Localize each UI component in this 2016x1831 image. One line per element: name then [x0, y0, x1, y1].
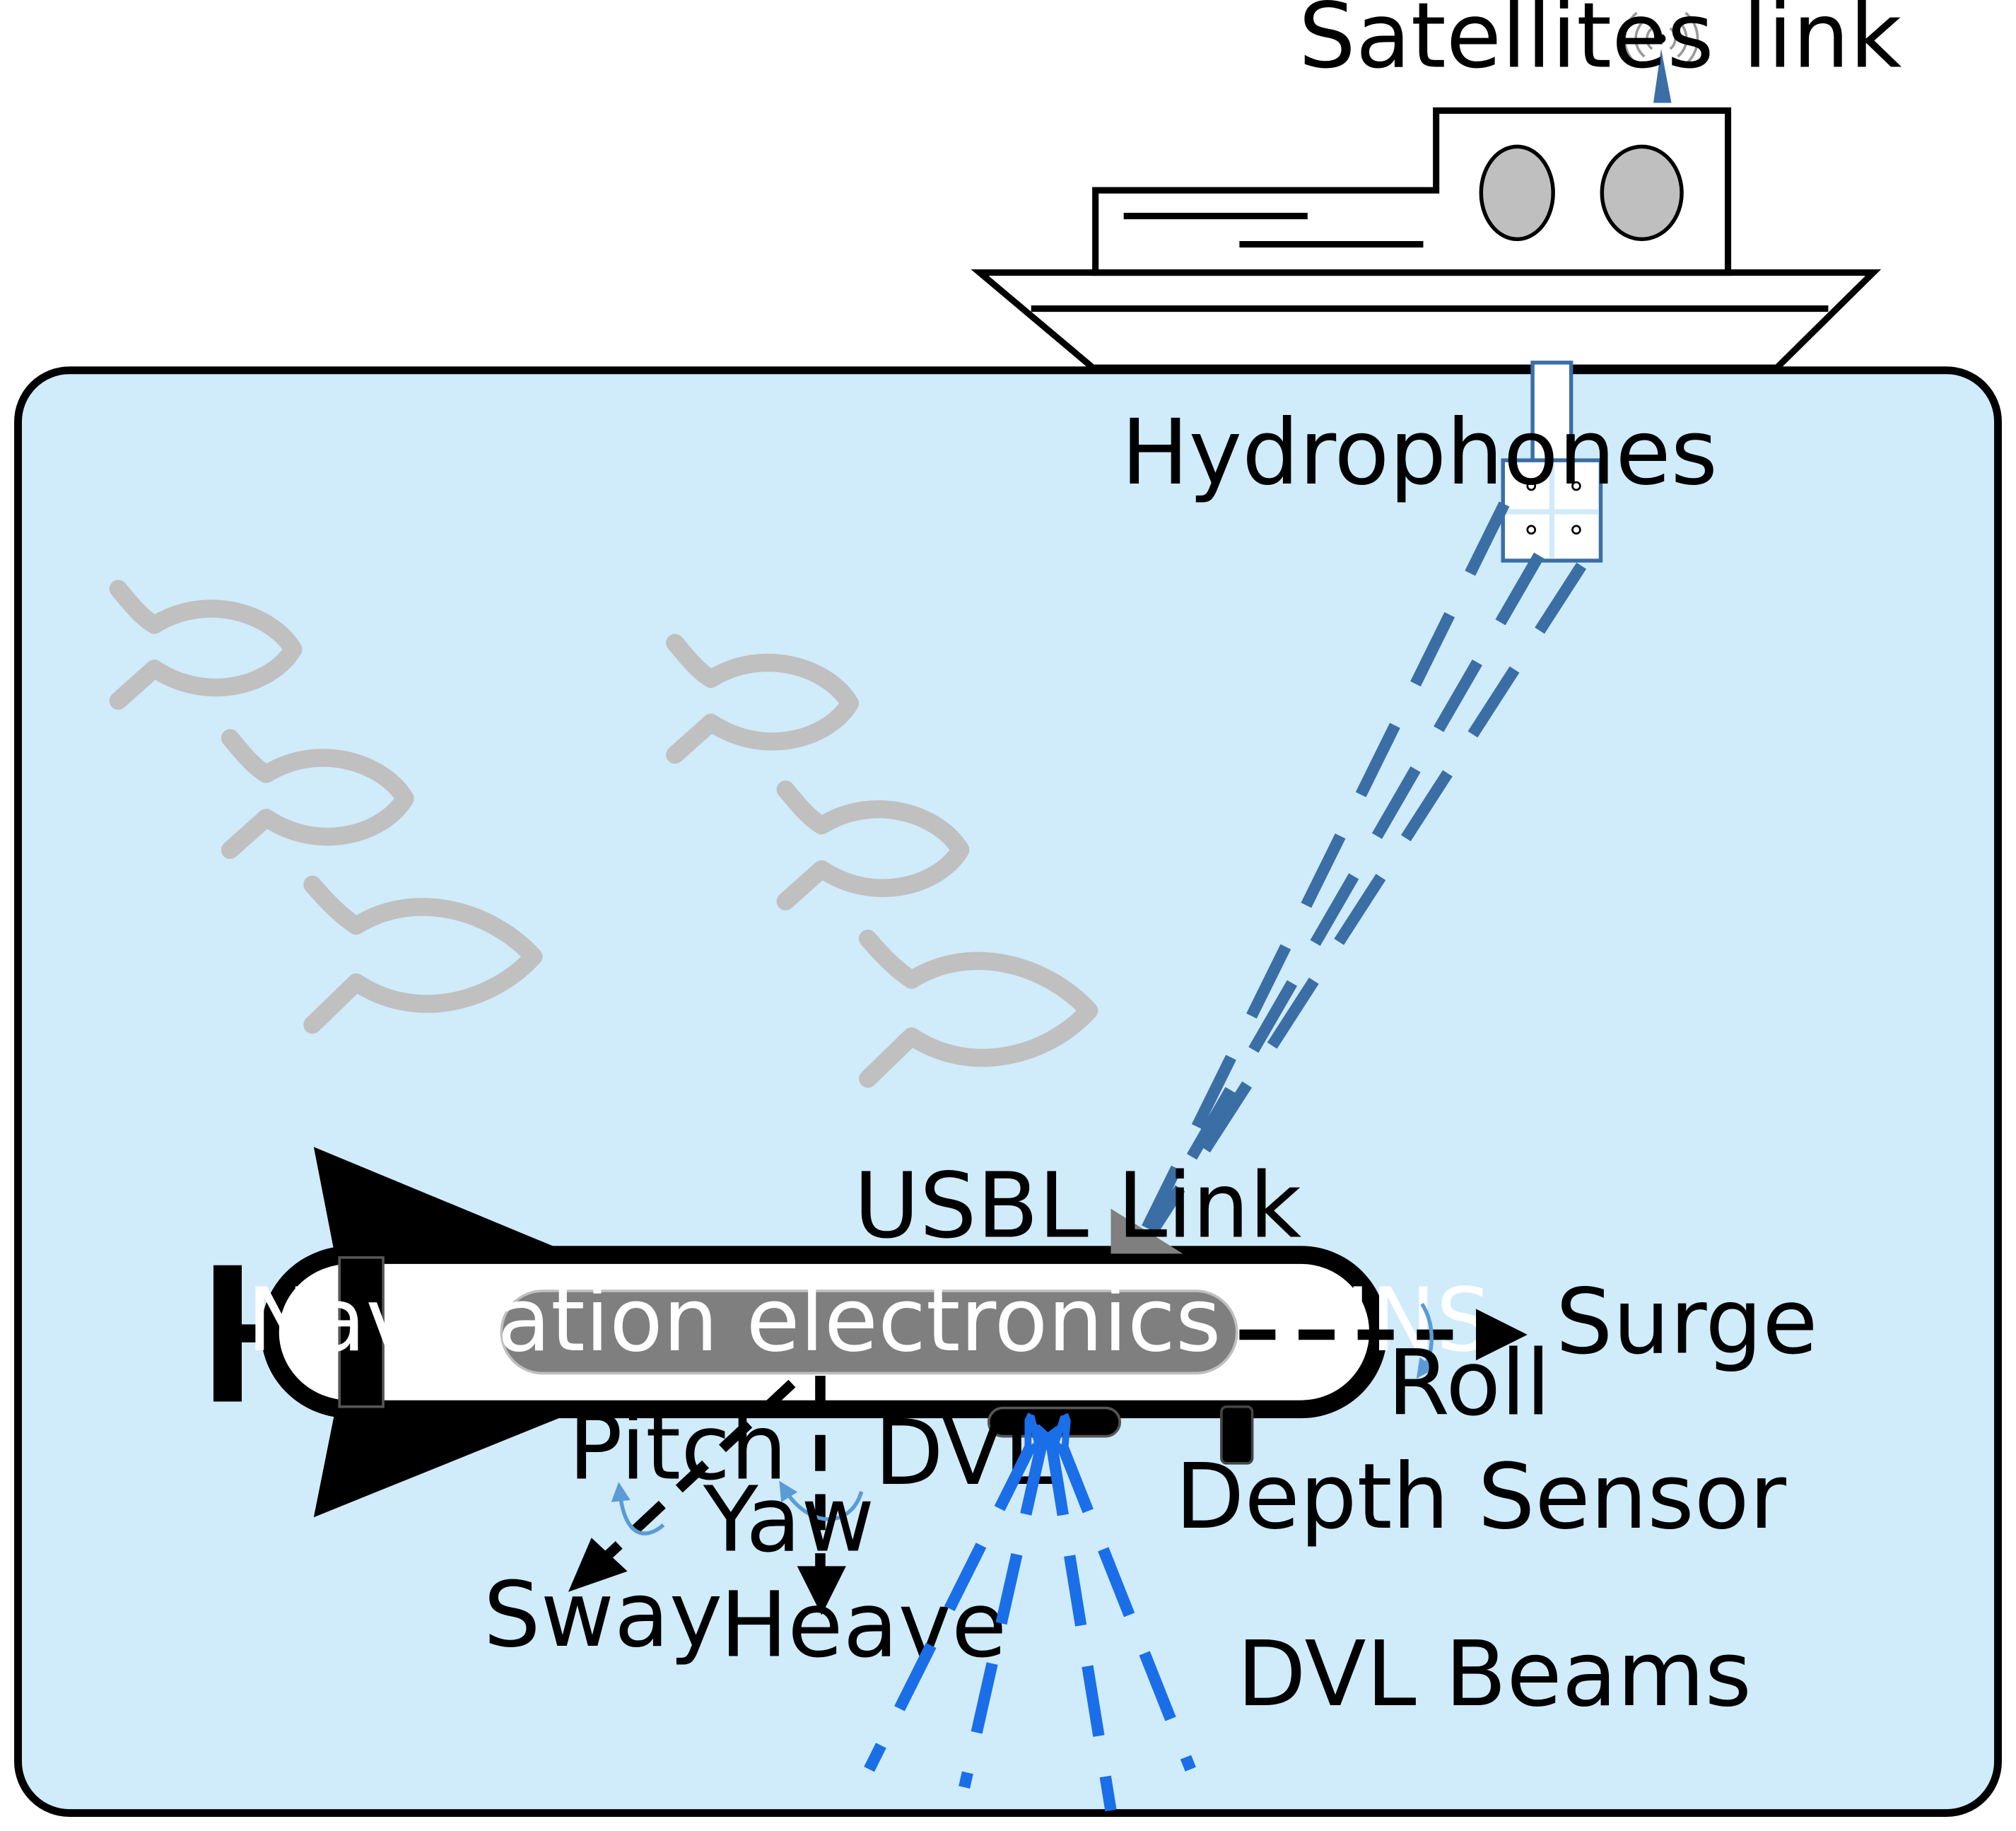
surge-label: Surge: [1556, 1270, 1818, 1374]
fish-icon: [221, 729, 414, 859]
surge-arrowhead: [1476, 1309, 1528, 1361]
heave-arrowhead: [797, 1566, 846, 1615]
ship-window: [1479, 144, 1555, 242]
satellites-link-label: Satellites link: [1299, 0, 1902, 89]
sway-arrowhead: [568, 1538, 628, 1592]
antenna-icon: [1623, 11, 1699, 103]
auv-bottom-fin: [313, 1414, 568, 1518]
water-body: [14, 366, 2002, 1817]
usbl-link-label: USBL Link: [854, 1154, 1302, 1259]
depth-sensor-label: Depth Sensor: [1175, 1445, 1786, 1550]
fish-icon: [666, 633, 860, 764]
fish-icon: [776, 780, 970, 911]
roll-label: Roll: [1388, 1332, 1551, 1437]
auv-propeller: [213, 1265, 242, 1402]
depth-sensor: [1220, 1405, 1254, 1465]
ship-hull: [971, 269, 1882, 371]
usbl-acoustic-lines: [1142, 501, 1587, 1232]
roll-rotation-arrow: [1416, 1302, 1436, 1379]
ship: [971, 11, 1882, 371]
ship-window: [1600, 144, 1684, 242]
hydrophone-array: [1501, 361, 1603, 563]
yaw-label: Yaw: [703, 1468, 874, 1572]
usbl-transponder: [1110, 1208, 1183, 1254]
dvl-beams: [864, 1445, 1196, 1812]
navigation-electronics-label: Navigation electronics & INS: [247, 1270, 1492, 1371]
dvl-beams-label: DVL Beams: [1237, 1622, 1752, 1727]
pitch-rotation-arrow: [611, 1482, 665, 1535]
fish-icon: [303, 875, 543, 1034]
fish-icon: [859, 930, 1098, 1088]
auv-top-fin: [313, 1147, 568, 1253]
motion-axes: [568, 1302, 1528, 1615]
fish-school: [109, 580, 1098, 1088]
fish-icon: [109, 580, 303, 710]
yaw-rotation-arrow: [779, 1480, 864, 1521]
ship-cabin: [1092, 107, 1732, 276]
sway-label: Sway: [484, 1563, 722, 1668]
pitch-label: Pitch: [568, 1396, 787, 1501]
navigation-electronics-box: [500, 1289, 1238, 1375]
hydrophones-label: Hydrophones: [1121, 401, 1718, 505]
